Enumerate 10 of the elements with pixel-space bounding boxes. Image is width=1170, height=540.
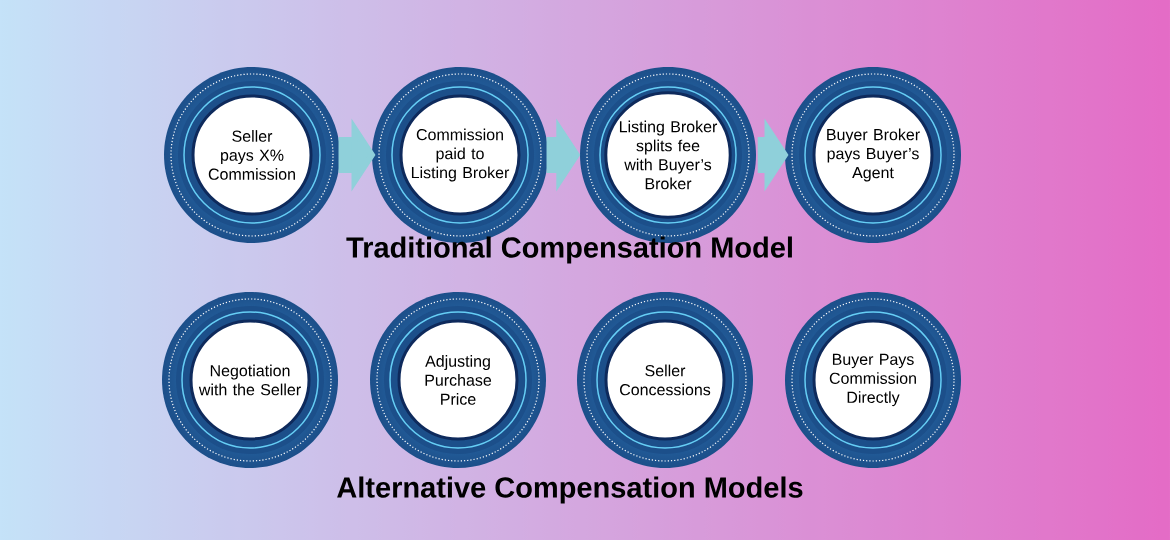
circle-badge: Commission paid to Listing Broker: [378, 73, 542, 237]
circle-badge: Seller Concessions: [583, 298, 747, 462]
circle-badge: Listing Broker splits fee with Buyer’s Broker: [586, 73, 750, 237]
circle-badge: Adjusting Purchase Price: [376, 298, 540, 462]
circle-badge: Seller pays X% Commission: [170, 73, 334, 237]
circle-badge: Buyer Pays Commission Directly: [791, 298, 955, 462]
circle-badge: Buyer Broker pays Buyer’s Agent: [791, 73, 955, 237]
circle-badge: Negotiation with the Seller: [168, 298, 332, 462]
section-title: Traditional Compensation Model: [346, 236, 792, 264]
section-title: Alternative Compensation Models: [337, 476, 803, 504]
